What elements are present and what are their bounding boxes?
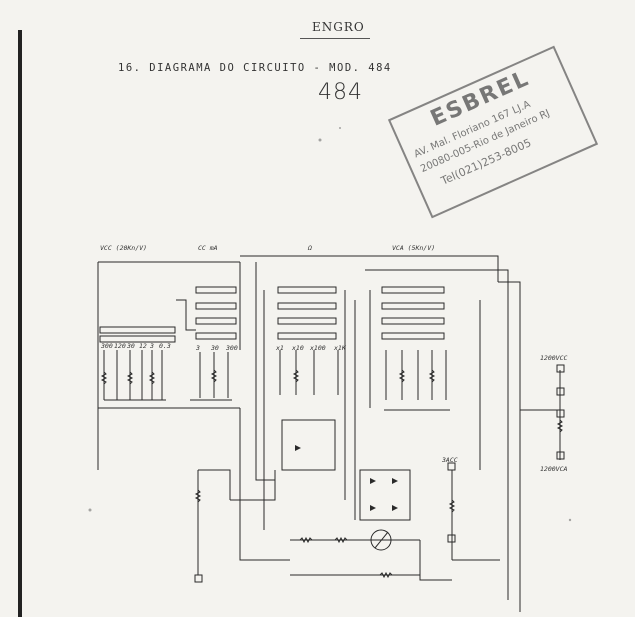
wire: [419, 540, 452, 581]
diode: [370, 505, 376, 511]
ohm-range-label: x10: [292, 344, 304, 352]
section-label-vcc: VCC (20Kn/V): [100, 244, 147, 252]
ohm-range-label: x100: [310, 344, 326, 352]
resistor: [194, 489, 202, 503]
vcc-range-label: 120: [114, 342, 126, 350]
switch-strip: [381, 317, 445, 325]
cc-range-label: 30: [211, 344, 219, 352]
diode: [295, 445, 301, 451]
section-label-cc: CC mA: [198, 244, 218, 252]
resistor-leads: [279, 350, 339, 395]
terminal-jack: [447, 534, 456, 543]
switch-strip: [381, 286, 445, 294]
frame-line: [365, 269, 509, 600]
resistor: [379, 571, 393, 579]
terminal-jack: [194, 574, 203, 583]
switch-strip: [277, 317, 337, 325]
meter-needle: [374, 531, 389, 549]
wire: [239, 408, 290, 561]
terminal-label-3acc: 3ACC: [442, 456, 458, 464]
vcc-range-label: 300: [101, 342, 113, 350]
vcc-range-label: 30: [127, 342, 135, 350]
vcc-range-label: 12: [139, 342, 147, 350]
switch-strip: [99, 326, 176, 334]
meter-symbol: [370, 529, 392, 551]
handwritten-model-number: 484: [318, 80, 363, 105]
header-underline: [300, 38, 370, 39]
diode: [370, 478, 376, 484]
switch-strip: [195, 302, 237, 310]
switch-strip: [277, 302, 337, 310]
switch-strip: [99, 335, 176, 343]
diode: [392, 505, 398, 511]
wire: [176, 299, 196, 331]
scan-speck: [318, 138, 322, 142]
resistor: [428, 369, 436, 383]
brand-header: ENGRO: [312, 20, 365, 34]
resistor-leads: [385, 350, 447, 400]
section-label-ohm: Ω: [308, 244, 312, 252]
switch-strip: [381, 302, 445, 310]
vcc-range-label: 3: [150, 342, 154, 350]
terminal-jack: [556, 451, 565, 460]
cc-range-label: 3: [196, 344, 200, 352]
resistor: [126, 371, 134, 385]
scan-speck: [568, 518, 572, 522]
document-title: 16. DIAGRAMA DO CIRCUITO - MOD. 484: [118, 62, 392, 74]
scan-speck: [339, 127, 341, 129]
ohm-range-label: x1K: [334, 344, 346, 352]
diode-bridge: [359, 469, 411, 521]
switch-strip: [195, 332, 237, 340]
resistor: [292, 369, 300, 383]
switch-strip: [277, 286, 337, 294]
terminal-jack: [556, 409, 565, 418]
wire: [198, 469, 231, 500]
resistor: [148, 371, 156, 385]
wire: [255, 262, 275, 481]
terminal-jack: [556, 387, 565, 396]
terminal-label-1200vca: 1200VCA: [540, 465, 568, 473]
ohm-range-label: x1: [276, 344, 284, 352]
resistor: [448, 499, 456, 513]
resistor: [100, 371, 108, 385]
scan-speck: [88, 508, 92, 512]
resistor: [299, 536, 313, 544]
resistor: [210, 369, 218, 383]
resistor-leads: [103, 350, 163, 400]
terminal-jack: [447, 462, 456, 471]
switch-strip: [277, 332, 337, 340]
switch-strip: [195, 286, 237, 294]
frame-line: [240, 255, 499, 282]
resistor: [334, 536, 348, 544]
resistor: [398, 369, 406, 383]
page-left-border: [18, 30, 22, 617]
section-label-vca: VCA (5Kn/V): [392, 244, 436, 252]
sub-circuit: [281, 419, 336, 471]
wire: [230, 470, 276, 501]
terminal-jack: [556, 364, 565, 373]
vcc-range-label: 0.3: [159, 342, 171, 350]
resistor: [556, 419, 564, 433]
switch-strip: [195, 317, 237, 325]
frame-line: [498, 281, 521, 612]
diode: [392, 478, 398, 484]
cc-range-label: 300: [226, 344, 238, 352]
switch-strip: [381, 332, 445, 340]
terminal-label-1200vcc: 1200VCC: [540, 354, 568, 362]
